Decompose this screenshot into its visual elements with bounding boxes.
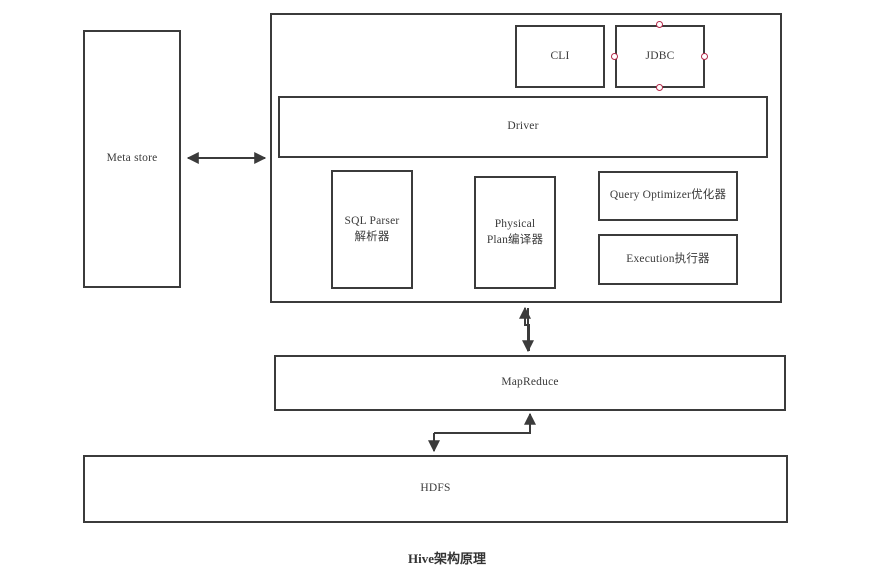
node-query-optimizer[interactable]: Query Optimizer优化器	[598, 171, 738, 221]
execution-label: Execution执行器	[626, 252, 710, 265]
jdbc-anchor-bottom-icon[interactable]	[656, 84, 663, 91]
connector-mapreduce-hdfs	[428, 412, 536, 453]
node-mapreduce[interactable]: MapReduce	[274, 355, 786, 411]
node-jdbc[interactable]: JDBC	[615, 25, 705, 88]
cli-label: CLI	[550, 49, 570, 62]
mapreduce-label: MapReduce	[501, 376, 559, 389]
driver-label: Driver	[507, 120, 539, 133]
jdbc-anchor-right-icon[interactable]	[701, 53, 708, 60]
physical-plan-label: Physical Plan编译器	[486, 217, 544, 246]
diagram-title: Hive架构原理	[408, 551, 486, 566]
node-driver[interactable]: Driver	[278, 96, 768, 158]
node-physical-plan[interactable]: Physical Plan编译器	[474, 176, 556, 289]
hdfs-label: HDFS	[420, 482, 451, 495]
jdbc-anchor-left-icon[interactable]	[611, 53, 618, 60]
node-meta-store[interactable]: Meta store	[83, 30, 181, 288]
jdbc-label: JDBC	[645, 49, 675, 62]
node-hdfs[interactable]: HDFS	[83, 455, 788, 523]
node-sql-parser[interactable]: SQL Parser 解析器	[331, 170, 413, 289]
jdbc-anchor-top-icon[interactable]	[656, 21, 663, 28]
node-execution[interactable]: Execution执行器	[598, 234, 738, 285]
query-optimizer-label: Query Optimizer优化器	[609, 189, 727, 202]
connector-hive-mapreduce	[519, 306, 534, 353]
meta-store-label: Meta store	[106, 152, 158, 165]
node-cli[interactable]: CLI	[515, 25, 605, 88]
sql-parser-label: SQL Parser 解析器	[344, 214, 400, 243]
